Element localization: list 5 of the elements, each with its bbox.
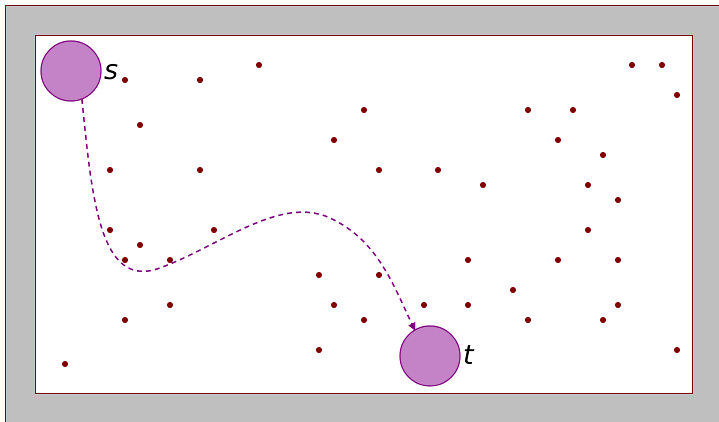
circle-node [40,40,102,102]
node-label: t [463,341,474,371]
circle-node [399,325,461,387]
node-label: s [104,56,118,86]
arrow [81,98,416,331]
